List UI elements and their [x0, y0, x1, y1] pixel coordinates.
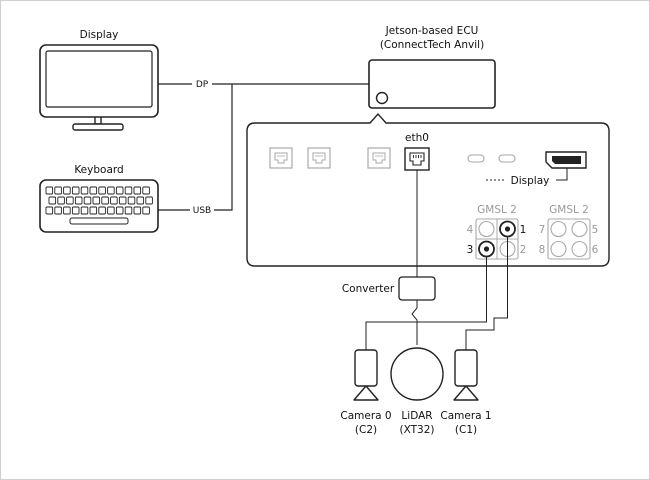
- keyboard-key: [136, 196, 145, 205]
- keyboard-key: [45, 186, 54, 195]
- gmsl-port-6-label: 6: [592, 244, 599, 256]
- keyboard-key: [110, 196, 118, 205]
- camera-1-sub: (C1): [455, 424, 477, 436]
- usb-port-icon: [467, 154, 485, 163]
- keyboard-key: [115, 206, 124, 215]
- ecu-subtitle: (ConnectTech Anvil): [380, 39, 484, 51]
- lidar-icon: [390, 347, 444, 401]
- camera-0-name: Camera 0: [340, 410, 391, 422]
- camera0-cable: [365, 256, 487, 350]
- gmsl-port-7-label: 7: [539, 224, 546, 236]
- keyboard-key: [107, 206, 115, 215]
- gmsl-port-4-label: 4: [467, 224, 474, 236]
- keyboard-key: [80, 186, 89, 195]
- gmsl-port-2-label: 2: [520, 244, 527, 256]
- keyboard-key: [66, 196, 74, 205]
- ethernet-port-icon: [307, 147, 331, 169]
- display-label: Display: [80, 29, 119, 41]
- gmsl-right-title: GMSL 2: [549, 204, 589, 216]
- converter-label: Converter: [342, 283, 395, 295]
- keyboard-key: [48, 196, 57, 205]
- camera-1-name: Camera 1: [440, 410, 491, 422]
- keyboard-icon: [39, 179, 159, 233]
- keyboard-key: [124, 206, 133, 215]
- converter-box: [398, 276, 436, 301]
- keyboard-key: [101, 196, 109, 205]
- keyboard-key: [145, 196, 153, 205]
- gmsl-port-1-label: 1: [520, 224, 527, 236]
- ecu-device-icon: [368, 59, 496, 109]
- gmsl-connector-block: [475, 218, 519, 260]
- displayport-port-icon: [545, 151, 587, 169]
- gmsl-connector-block: [547, 218, 591, 260]
- keyboard-key: [80, 206, 89, 215]
- camera-0-icon: [353, 349, 379, 401]
- gmsl-port-5-label: 5: [592, 224, 599, 236]
- keyboard-key: [63, 186, 71, 195]
- keyboard-key: [63, 206, 71, 215]
- gmsl-port-8-label: 8: [539, 244, 546, 256]
- camera1-cable: [465, 236, 508, 350]
- ethernet-port-icon: [367, 147, 391, 169]
- keyboard-key: [54, 206, 62, 215]
- eth0-label: eth0: [405, 132, 429, 144]
- keyboard-key: [57, 196, 65, 205]
- keyboard-key: [92, 196, 101, 205]
- usb-cable-right: [214, 84, 233, 211]
- keyboard-key: [89, 206, 98, 215]
- gmsl-left-title: GMSL 2: [477, 204, 517, 216]
- camera-0-sub: (C2): [355, 424, 377, 436]
- dp-label: DP: [196, 80, 209, 90]
- usb-label: USB: [193, 206, 211, 216]
- ecu-title: Jetson-based ECU: [385, 25, 479, 37]
- keyboard-key: [127, 196, 136, 205]
- keyboard-label: Keyboard: [74, 164, 123, 176]
- keyboard-key: [107, 186, 115, 195]
- lidar-sub: (XT32): [400, 424, 435, 436]
- keyboard-key: [54, 186, 62, 195]
- display-port-label: Display: [511, 175, 550, 187]
- gmsl-port-3-label: 3: [467, 244, 474, 256]
- keyboard-key: [83, 196, 92, 205]
- keyboard-key: [115, 186, 124, 195]
- lidar-name: LiDAR: [401, 410, 432, 422]
- ethernet-port-icon: [269, 147, 293, 169]
- keyboard-key: [133, 206, 142, 215]
- lidar-cable: [411, 300, 418, 345]
- camera-1-icon: [453, 349, 479, 401]
- keyboard-key: [142, 206, 150, 215]
- display-port-leader: [556, 168, 568, 181]
- keyboard-key: [133, 186, 142, 195]
- keyboard-key: [89, 186, 98, 195]
- keyboard-key: [118, 196, 127, 205]
- keyboard-key: [71, 186, 80, 195]
- usb-port-icon: [498, 154, 516, 163]
- keyboard-key: [74, 196, 83, 205]
- keyboard-key: [71, 206, 80, 215]
- keyboard-key: [142, 186, 150, 195]
- keyboard-key: [45, 206, 54, 215]
- keyboard-key: [124, 186, 133, 195]
- keyboard-key: [98, 206, 106, 215]
- eth0-port-icon: [404, 147, 430, 171]
- display-monitor-icon: [39, 44, 159, 131]
- keyboard-key: [98, 186, 106, 195]
